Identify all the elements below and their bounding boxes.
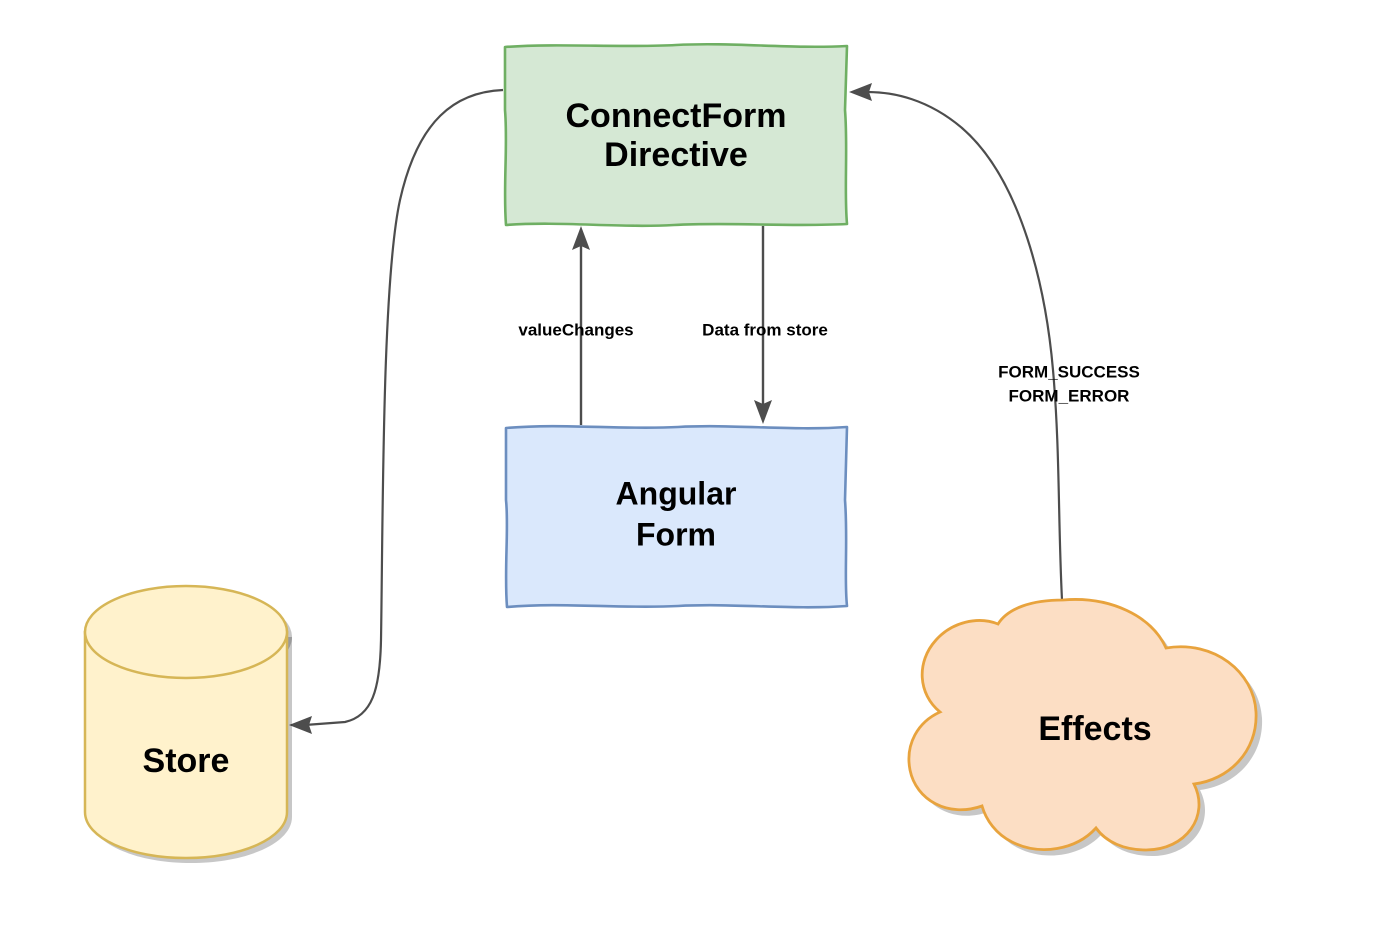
edge-label-form-success: FORM_SUCCESS	[998, 362, 1140, 381]
edge-effects-to-directive-path	[867, 90, 1064, 601]
angular-form-label-line1: Angular	[616, 475, 737, 511]
edge-form-to-directive	[572, 226, 590, 425]
connect-form-directive-label-line1: ConnectForm	[566, 97, 787, 135]
node-store[interactable]: Store	[83, 584, 292, 863]
effects-label: Effects	[1038, 710, 1151, 748]
angular-form-box	[504, 424, 849, 609]
edge-directive-to-form	[754, 226, 772, 424]
edge-label-data-from-store: Data from store	[702, 320, 828, 339]
edge-effects-to-directive-arrowhead	[849, 83, 872, 101]
edge-label-form-error: FORM_ERROR	[1009, 386, 1130, 405]
connect-form-directive-label-line2: Directive	[604, 136, 748, 174]
store-cylinder-top	[83, 584, 289, 680]
edge-directive-to-store-arrowhead	[289, 716, 312, 734]
edge-directive-to-store-path	[304, 88, 504, 727]
store-cylinder-body	[83, 630, 289, 860]
node-angular-form[interactable]: Angular Form	[504, 424, 849, 609]
connect-form-directive-box	[503, 42, 849, 228]
edge-label-value-changes: valueChanges	[518, 320, 633, 339]
node-effects[interactable]: Effects	[907, 598, 1263, 856]
edge-directive-to-store	[289, 88, 504, 734]
node-connect-form-directive[interactable]: ConnectForm Directive	[503, 42, 849, 228]
edge-directive-to-form-arrowhead	[754, 400, 772, 424]
effects-cloud-shape	[907, 598, 1258, 852]
edge-form-to-directive-arrowhead	[572, 226, 590, 250]
edge-effects-to-directive	[849, 83, 1064, 601]
angular-form-label-line2: Form	[636, 516, 716, 552]
store-label: Store	[143, 742, 230, 780]
